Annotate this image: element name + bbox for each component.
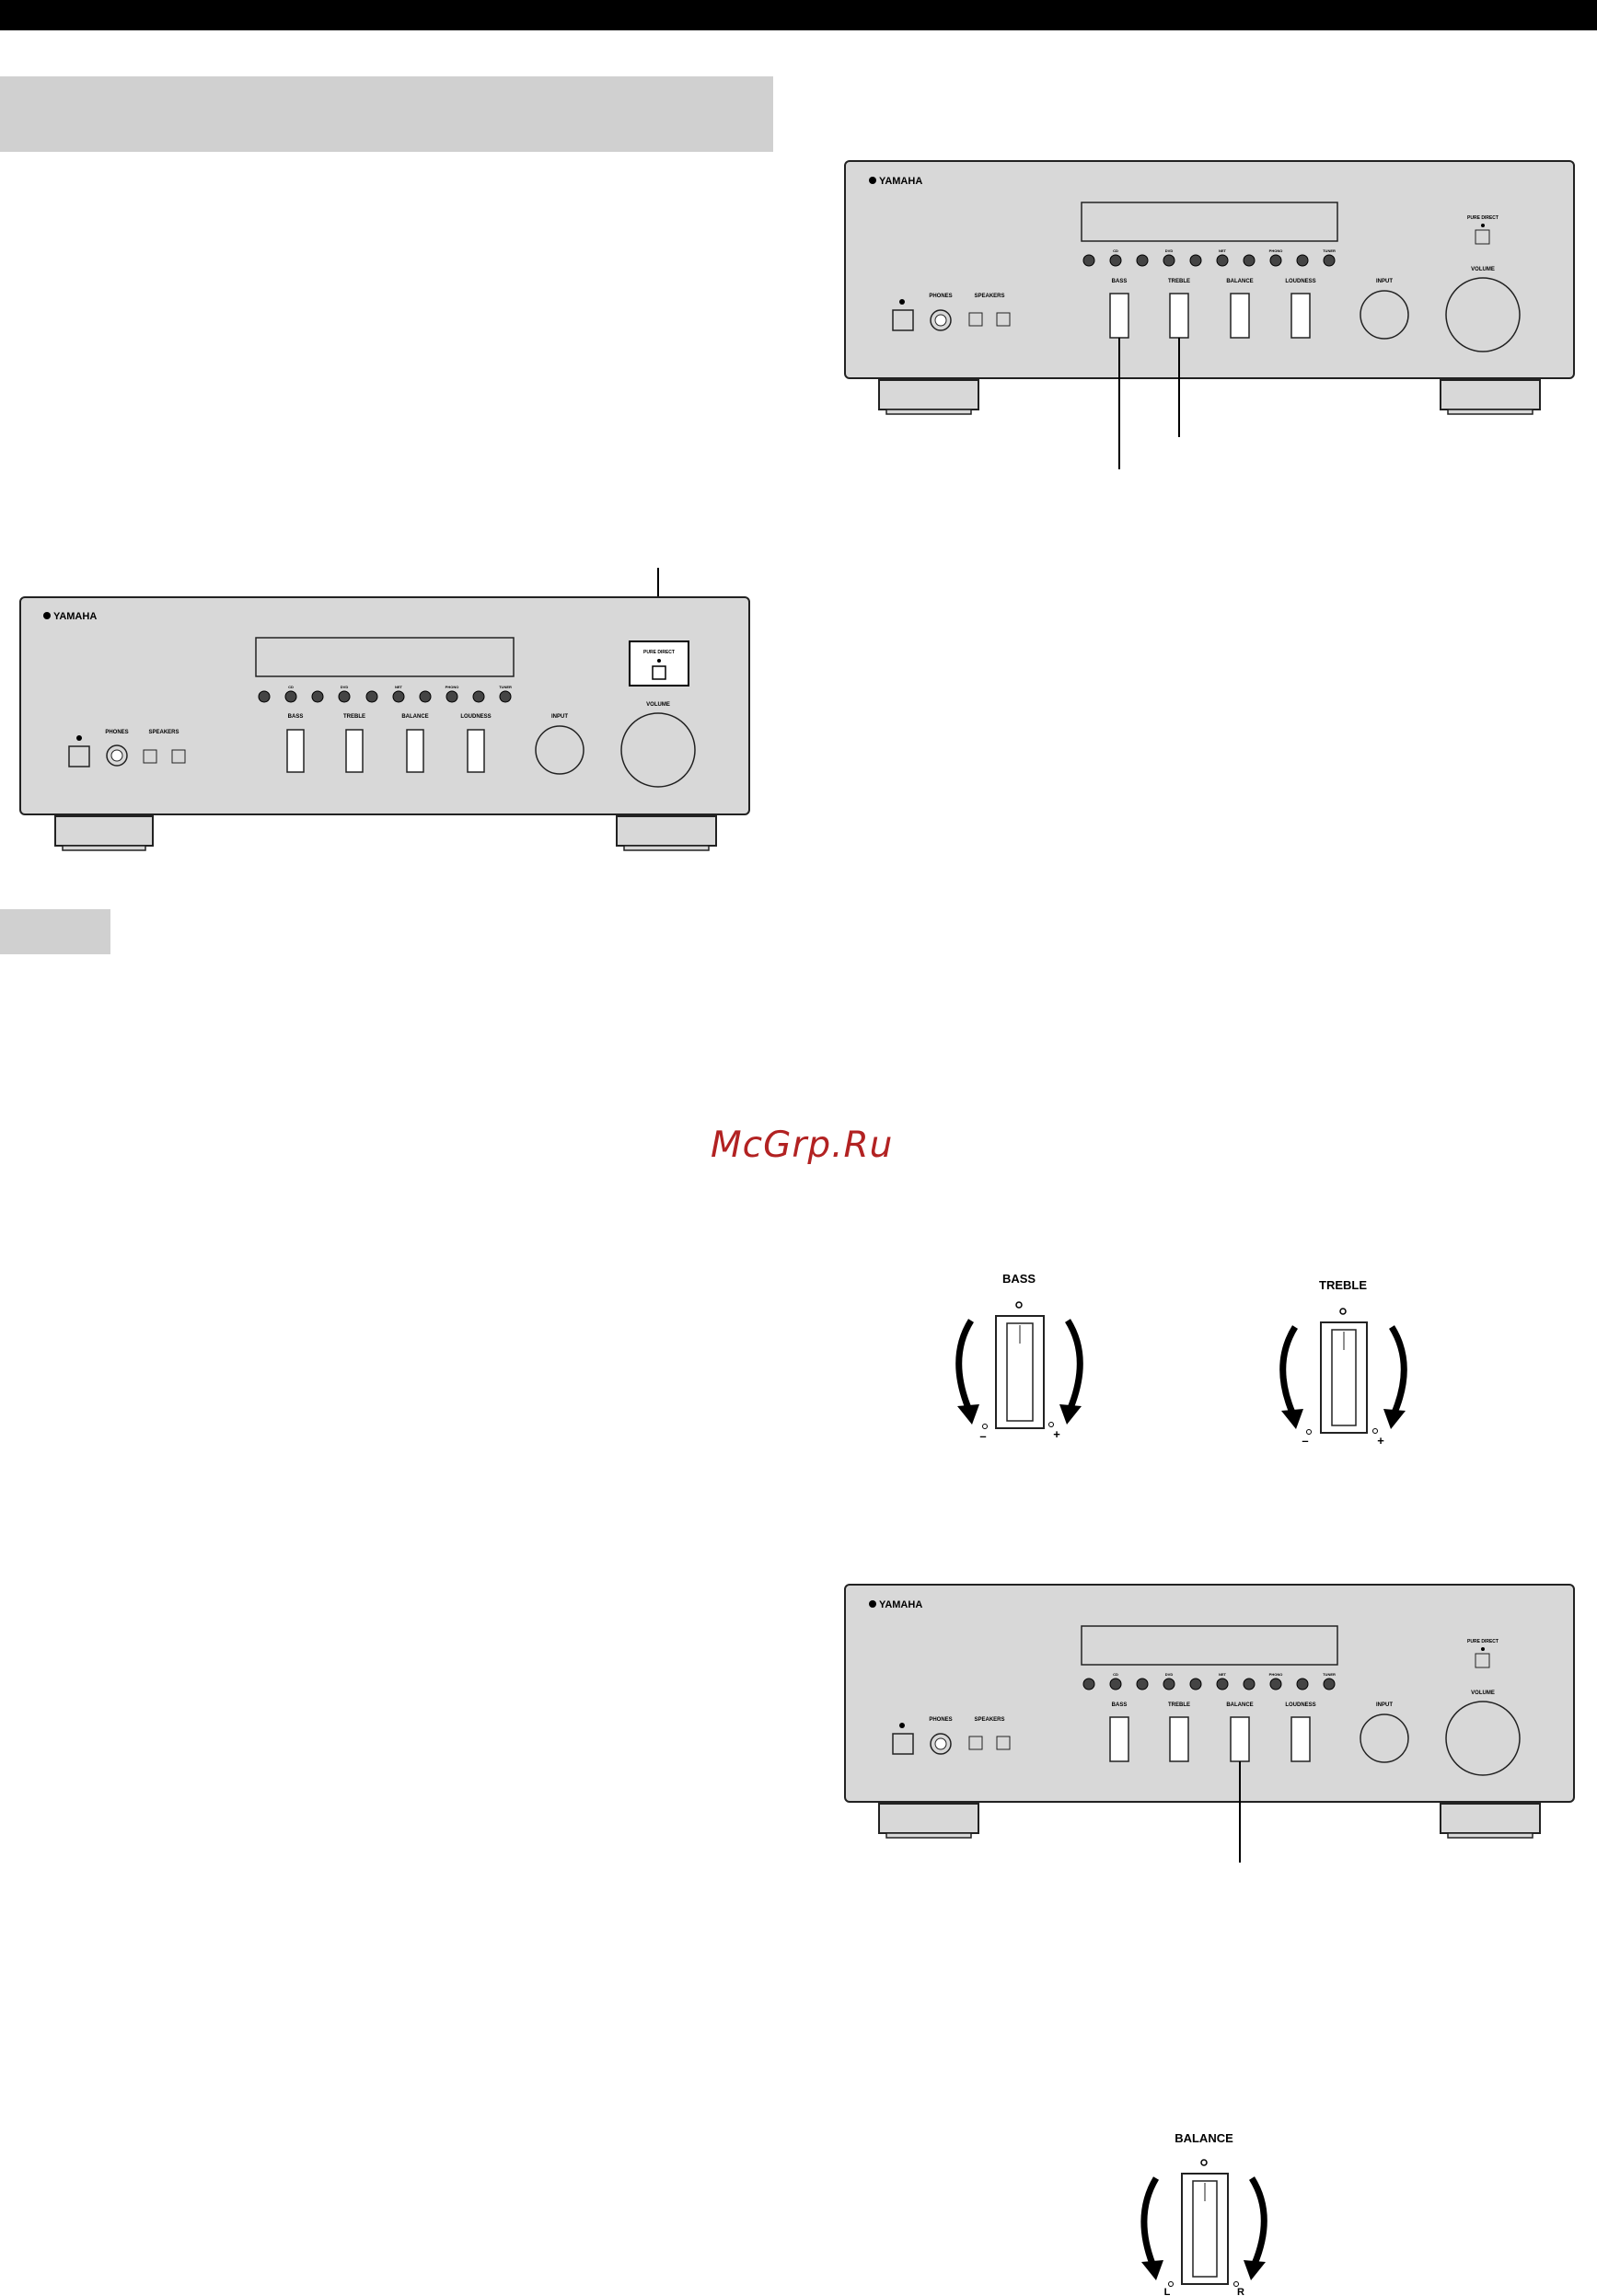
speakers-a-button[interactable] — [968, 312, 983, 327]
balance-knob[interactable] — [1230, 293, 1250, 339]
balance-knob[interactable] — [406, 729, 424, 773]
input-selector-knob[interactable] — [1360, 290, 1409, 340]
balance-detail-label: BALANCE — [1175, 2131, 1233, 2145]
svg-text:+: + — [1377, 1434, 1384, 1448]
svg-text:BALANCE: BALANCE — [401, 714, 428, 720]
volume-knob[interactable] — [620, 712, 696, 788]
svg-text:PURE DIRECT: PURE DIRECT — [643, 650, 675, 655]
balance-knob[interactable] — [1230, 1716, 1250, 1762]
input-indicators: CD DVD NET PHONO TUNER — [1082, 248, 1336, 267]
svg-text:PHONES: PHONES — [105, 730, 128, 735]
volume-knob[interactable] — [1445, 1701, 1521, 1776]
input-indicator-label: DVD — [1165, 248, 1174, 253]
bass-knob[interactable] — [1109, 1716, 1129, 1762]
svg-text:VOLUME: VOLUME — [1471, 1690, 1495, 1696]
treble-knob[interactable] — [345, 729, 364, 773]
speakers-a-button[interactable] — [143, 749, 157, 764]
svg-text:BALANCE: BALANCE — [1226, 1702, 1253, 1708]
bass-knob[interactable] — [1109, 293, 1129, 339]
svg-text:–: – — [979, 1429, 986, 1443]
svg-text:BASS: BASS — [288, 714, 304, 720]
input-indicators: CD DVD NET PHONO TUNER — [1082, 1672, 1336, 1690]
power-button[interactable] — [892, 1733, 914, 1755]
svg-text:+: + — [1053, 1427, 1060, 1441]
svg-text:INPUT: INPUT — [551, 714, 568, 720]
svg-text:VOLUME: VOLUME — [1471, 267, 1495, 272]
bass-knob[interactable] — [286, 729, 305, 773]
svg-text:BASS: BASS — [1112, 279, 1128, 284]
svg-text:BALANCE: BALANCE — [1226, 279, 1253, 284]
page-top-bar — [0, 0, 1597, 30]
svg-text:BASS: BASS — [1112, 1702, 1128, 1708]
watermark: McGrp.Ru — [711, 1125, 894, 1166]
input-indicator-label: PHONO — [1269, 1672, 1283, 1677]
svg-text:R: R — [1237, 2287, 1244, 2296]
svg-text:SPEAKERS: SPEAKERS — [974, 294, 1004, 299]
speakers-a-button[interactable] — [968, 1736, 983, 1750]
svg-text:PURE DIRECT: PURE DIRECT — [1467, 215, 1499, 221]
svg-text:L: L — [1164, 2287, 1171, 2296]
svg-text:INPUT: INPUT — [1376, 1702, 1393, 1708]
svg-text:PHONES: PHONES — [929, 1717, 952, 1723]
input-indicator-label: NET — [1219, 248, 1227, 253]
treble-knob[interactable] — [1169, 293, 1189, 339]
input-indicator-label: CD — [288, 685, 294, 689]
svg-text:PURE DIRECT: PURE DIRECT — [1467, 1639, 1499, 1644]
power-button[interactable] — [892, 309, 914, 331]
svg-text:TREBLE: TREBLE — [1168, 279, 1190, 284]
input-indicator-label: NET — [395, 685, 403, 689]
volume-knob[interactable] — [1445, 277, 1521, 352]
input-indicator-label: TUNER — [499, 685, 512, 689]
input-indicator-label: PHONO — [1269, 248, 1283, 253]
pure-direct-button[interactable] — [1475, 229, 1490, 245]
amplifier-front-panel-balance: YAMAHA CD DVD NET PHONO TUNER PURE DIRECT PH… — [844, 1584, 1575, 1863]
speakers-b-button[interactable] — [171, 749, 186, 764]
svg-text:LOUDNESS: LOUDNESS — [1285, 279, 1315, 284]
svg-text:YAMAHA: YAMAHA — [879, 176, 922, 187]
bass-knob-detail: BASS – + — [955, 1272, 1083, 1443]
input-indicator-label: CD — [1113, 1672, 1118, 1677]
power-button[interactable] — [68, 745, 90, 767]
svg-text:TREBLE: TREBLE — [343, 714, 365, 720]
svg-text:VOLUME: VOLUME — [646, 702, 670, 708]
input-selector-knob[interactable] — [1360, 1713, 1409, 1763]
loudness-knob[interactable] — [1290, 293, 1311, 339]
treble-knob[interactable] — [1169, 1716, 1189, 1762]
input-selector-knob[interactable] — [535, 725, 584, 775]
input-indicators: CD DVD NET PHONO TUNER — [258, 685, 512, 703]
pure-direct-button[interactable] — [652, 665, 666, 680]
input-indicator-label: TUNER — [1323, 248, 1336, 253]
input-indicator-label: DVD — [341, 685, 349, 689]
loudness-knob[interactable] — [1290, 1716, 1311, 1762]
bass-detail-label: BASS — [1002, 1272, 1036, 1286]
loudness-knob[interactable] — [467, 729, 485, 773]
svg-text:–: – — [1302, 1434, 1308, 1448]
svg-text:INPUT: INPUT — [1376, 279, 1393, 284]
input-indicator-label: DVD — [1165, 1672, 1174, 1677]
treble-knob-detail: TREBLE – + — [1279, 1278, 1407, 1448]
svg-text:SPEAKERS: SPEAKERS — [974, 1717, 1004, 1723]
input-indicator-label: CD — [1113, 248, 1118, 253]
speakers-b-button[interactable] — [996, 1736, 1011, 1750]
speakers-b-button[interactable] — [996, 312, 1011, 327]
svg-text:YAMAHA: YAMAHA — [879, 1599, 922, 1610]
input-indicator-label: NET — [1219, 1672, 1227, 1677]
amplifier-front-panel-bass-treble: YAMAHA CD DVD NET PHONO TUNER PURE DIRECT PH… — [844, 160, 1575, 469]
balance-knob-detail: BALANCE L R — [1140, 2131, 1267, 2296]
input-indicator-label: PHONO — [446, 685, 459, 689]
input-indicator-label: TUNER — [1323, 1672, 1336, 1677]
svg-text:PHONES: PHONES — [929, 294, 952, 299]
section-header-box — [0, 76, 773, 152]
note-label-box — [0, 909, 110, 954]
svg-text:LOUDNESS: LOUDNESS — [1285, 1702, 1315, 1708]
treble-detail-label: TREBLE — [1319, 1278, 1367, 1292]
pure-direct-button[interactable] — [1475, 1653, 1490, 1668]
svg-text:LOUDNESS: LOUDNESS — [460, 714, 491, 720]
svg-text:TREBLE: TREBLE — [1168, 1702, 1190, 1708]
brand-logo: YAMAHA — [53, 611, 97, 622]
svg-text:SPEAKERS: SPEAKERS — [148, 730, 179, 735]
amplifier-front-panel-pure-direct: YAMAHA CD DVD NET PHONO TUNER PURE DIRECT PH… — [19, 568, 750, 851]
